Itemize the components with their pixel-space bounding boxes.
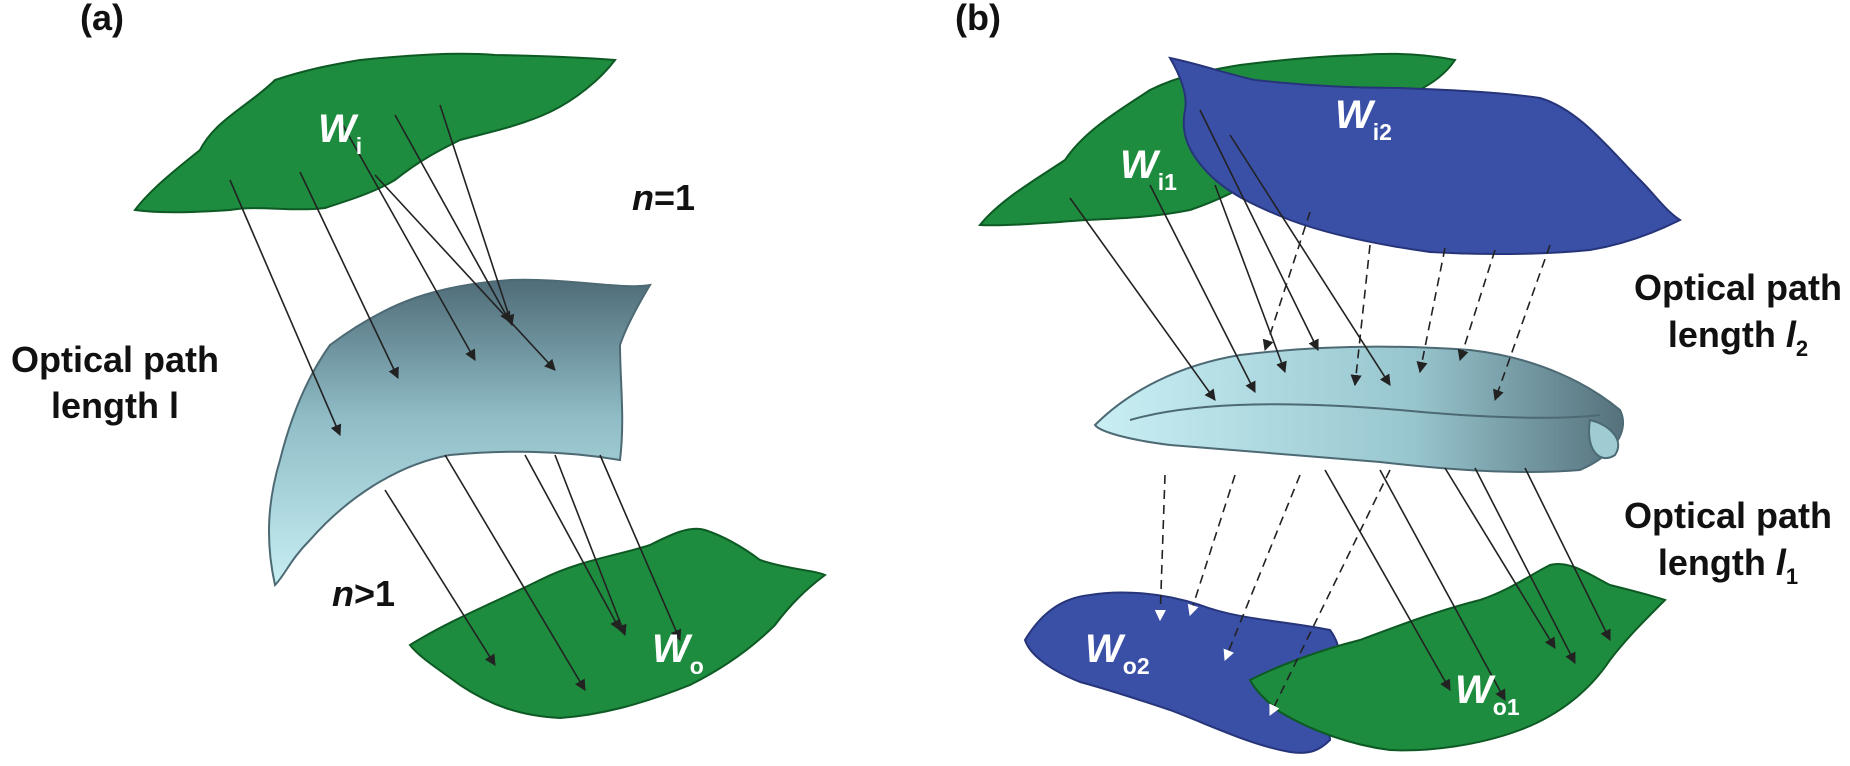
input-wavefront-a <box>133 52 617 214</box>
ray <box>1229 134 1391 386</box>
optical-path-label-a-line2: length l <box>51 385 179 426</box>
wave-label-wo: Wo <box>652 627 704 679</box>
ray <box>439 104 515 327</box>
output-wavefront-a <box>408 527 827 720</box>
medium-surface-b <box>1093 345 1625 473</box>
ray <box>1444 467 1556 649</box>
ray-dashed <box>1416 247 1446 374</box>
light-rays-b-dashed <box>1154 211 1551 717</box>
ray-dashed <box>1223 474 1301 662</box>
panel-b: (b) <box>955 0 1842 754</box>
ray-dashed <box>1262 211 1311 352</box>
wave-label-wo2: Wo2 <box>1085 627 1150 679</box>
ray <box>1379 469 1506 701</box>
refractive-index-n-gt-1: n>1 <box>332 573 395 614</box>
ray <box>374 174 556 371</box>
ray <box>1199 109 1319 352</box>
optical-path-label-l2-line1: Optical path <box>1634 267 1842 308</box>
ray <box>299 171 399 380</box>
panel-b-tag: (b) <box>955 0 1001 38</box>
optical-path-label-l1-line1: Optical path <box>1624 495 1832 536</box>
medium-fold <box>1129 403 1601 421</box>
wave-label-wo1: Wo1 <box>1455 668 1520 720</box>
medium-surface-a <box>267 278 652 587</box>
ray <box>1324 469 1451 691</box>
ray-dashed <box>1269 469 1391 717</box>
ray <box>524 454 621 631</box>
ray <box>1524 467 1611 642</box>
optical-path-label-l1-line2: length l1 <box>1658 542 1798 589</box>
ray <box>339 119 476 361</box>
light-rays-b-solid <box>1069 109 1611 701</box>
light-rays-a <box>229 104 682 691</box>
ray <box>394 114 511 323</box>
ray <box>1069 197 1216 401</box>
optical-path-label-a-line1: Optical path <box>11 339 219 380</box>
ray-dashed <box>1187 474 1236 617</box>
panel-a-tag: (a) <box>80 0 124 38</box>
refractive-index-n1: n=1 <box>632 177 695 218</box>
panel-a: (a) Wi Wo n=1 n>1 Optical path length l <box>11 0 827 720</box>
wave-label-wi1: Wi1 <box>1120 143 1177 195</box>
medium-curl <box>1588 418 1620 460</box>
ray <box>229 179 342 437</box>
ray-dashed <box>1493 244 1551 402</box>
wave-label-wi2: Wi2 <box>1335 93 1392 145</box>
ray <box>1149 184 1256 393</box>
input-wavefront-2 <box>1168 56 1682 256</box>
ray-dashed <box>1154 474 1166 622</box>
ray <box>599 454 682 642</box>
wave-label-wi: Wi <box>318 107 362 159</box>
ray-dashed <box>1457 249 1496 362</box>
ray-dashed <box>1350 244 1371 387</box>
optical-path-label-l2-line2: length l2 <box>1668 314 1808 361</box>
ray <box>444 454 586 691</box>
ray <box>554 454 627 637</box>
ray <box>1474 467 1576 664</box>
output-wavefront-1 <box>1248 563 1667 752</box>
ray <box>384 489 496 666</box>
